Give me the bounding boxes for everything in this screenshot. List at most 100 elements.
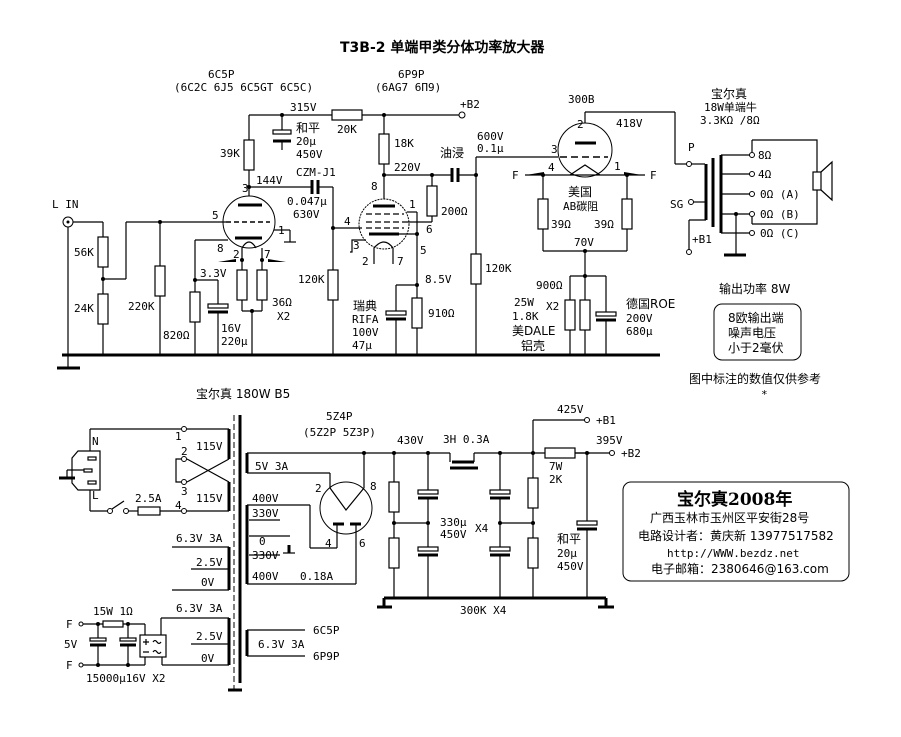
res-300k-label: 300K X4 [460, 604, 507, 617]
label-20k: 20K [337, 123, 357, 136]
cap-roe-1: 德国ROE [626, 296, 675, 311]
v1-name: 6C5P [208, 68, 235, 81]
v1-pin-grid: 5 [212, 209, 219, 222]
sec-hv-0: 0 [259, 535, 266, 548]
cap-330-volt: 450V [440, 528, 467, 541]
resistor-dale-b [579, 299, 591, 331]
cap-hp-20u [272, 129, 292, 135]
v2-pin-h1: 2 [362, 255, 369, 268]
rectifier-name: 5Z4P [326, 410, 353, 423]
cap-czm-value: 0.047μ [287, 195, 327, 208]
credits-email[interactable]: 电子邮箱：2380646@163.com [651, 561, 829, 576]
heater3-tube-1: 6C5P [313, 624, 340, 637]
ot-p-terminal [686, 161, 692, 167]
label-24k: 24K [74, 302, 94, 315]
ot-tap-0a: 0Ω (A) [760, 188, 800, 201]
label-39k: 39K [220, 147, 240, 160]
v2-pin-g2: 6 [426, 223, 433, 236]
dc-5v: 5V [64, 638, 78, 651]
res-dale-3: 美DALE [512, 324, 556, 338]
ot-p-label: P [688, 141, 695, 154]
fuse-label: 2.5A [135, 492, 162, 505]
reference-note: 图中标注的数值仅供参考 [689, 371, 821, 386]
v3-name: 300B [568, 93, 595, 106]
speaker-icon [812, 171, 822, 191]
heater2-mid: 2.5V [196, 630, 223, 643]
v2-pin-h2: 7 [397, 255, 404, 268]
power-switch[interactable] [111, 500, 125, 510]
resistor-24k [97, 293, 109, 325]
heater2-zero: 0V [201, 652, 215, 665]
resistor-18k [378, 133, 390, 165]
b2-label: +B2 [460, 98, 480, 111]
cap-16v: 16V [221, 322, 241, 335]
voltage-315v: 315V [290, 101, 317, 114]
rect-pin-8: 8 [370, 480, 377, 493]
input-label: L IN [52, 198, 79, 211]
pri-pin-2: 2 [181, 445, 188, 458]
v1-pin-plate: 3 [242, 182, 249, 195]
resistor-220k [154, 265, 166, 297]
res-ab-2: AB碳阻 [563, 199, 598, 213]
noise-note-line-1: 8欧输出端 [728, 310, 784, 325]
v3-pin-f1: 4 [548, 161, 555, 174]
credits-url[interactable]: http://WWW.bezdz.net [667, 547, 799, 560]
v2-cathode-voltage: 8.5V [425, 273, 452, 286]
cap-roe-3: 680μ [626, 325, 653, 338]
bridge-rectifier-icon [139, 634, 167, 658]
v1-plate-voltage: 144V [256, 174, 283, 187]
v3-pin-plate: 2 [577, 118, 584, 131]
ot-spec: 18W单端牛 [704, 100, 757, 114]
res-dale-2: 1.8K [512, 310, 539, 323]
psu-cap-brand: 和平 [557, 532, 581, 546]
cap-rifa-2: RIFA [352, 313, 379, 326]
resistor-910 [411, 297, 423, 329]
psu-b2-label: +B2 [621, 447, 641, 460]
pri-pin-3: 3 [181, 485, 188, 498]
resistor-39-a [537, 198, 549, 230]
ot-ratio: 3.3KΩ /8Ω [700, 114, 760, 127]
cap-oil-value: 0.1μ [477, 142, 504, 155]
res-2k-power: 7W [549, 460, 563, 473]
cap-czm-name: CZM-J1 [296, 166, 336, 179]
rectifier-tube-envelope [319, 481, 373, 535]
cap-hp-value: 20μ [296, 135, 316, 148]
rectifier-equivalents: (5Z2P 5Z3P) [303, 426, 376, 439]
psu-cap-volt: 450V [557, 560, 584, 573]
v1-pin-h1: 2 [233, 248, 240, 261]
resistor-120k-grid [327, 269, 339, 301]
mains-socket-icon[interactable] [71, 450, 101, 491]
label-220k: 220K [128, 300, 155, 313]
sec-hv-400-b: 400V [252, 570, 279, 583]
rect-pin-2: 2 [315, 482, 322, 495]
cap-roe-2: 200V [626, 312, 653, 325]
noise-note-box [713, 303, 802, 361]
heater2-current: 6.3V 3A [176, 602, 223, 615]
v3-cathode-voltage: 70V [574, 236, 594, 249]
v2-plate-voltage: 220V [394, 161, 421, 174]
label-39a: 39Ω [551, 218, 571, 231]
ot-brand: 宝尔真 [711, 86, 747, 101]
v1-pin-h2: 7 [264, 248, 271, 261]
label-18k: 18K [394, 137, 414, 150]
credits-designer: 电路设计者：黄庆新 13977517582 [638, 528, 834, 543]
rect-pin-4: 4 [325, 537, 332, 550]
res-2k-value: 2K [549, 473, 563, 486]
resistor-39k [243, 139, 255, 171]
credits-name: 宝尔真2008年 [677, 489, 792, 510]
heater1-mid: 2.5V [196, 556, 223, 569]
voltage-395v: 395V [596, 434, 623, 447]
v2-pin-3: 3 [353, 239, 360, 252]
heater1-current: 6.3V 3A [176, 532, 223, 545]
voltage-425v: 425V [557, 403, 584, 416]
schematic-title: T3B-2 单端甲类分体功率放大器 [340, 39, 545, 56]
pri-pin-1: 1 [175, 430, 182, 443]
v1-pin-cathode: 8 [217, 242, 224, 255]
res-ab-1: 美国 [568, 185, 592, 199]
cap-rifa [385, 310, 407, 316]
cap-220u: 220μ [221, 335, 248, 348]
label-910: 910Ω [428, 307, 455, 320]
mains-l-label: L [92, 489, 99, 502]
resistor-200 [426, 185, 438, 217]
